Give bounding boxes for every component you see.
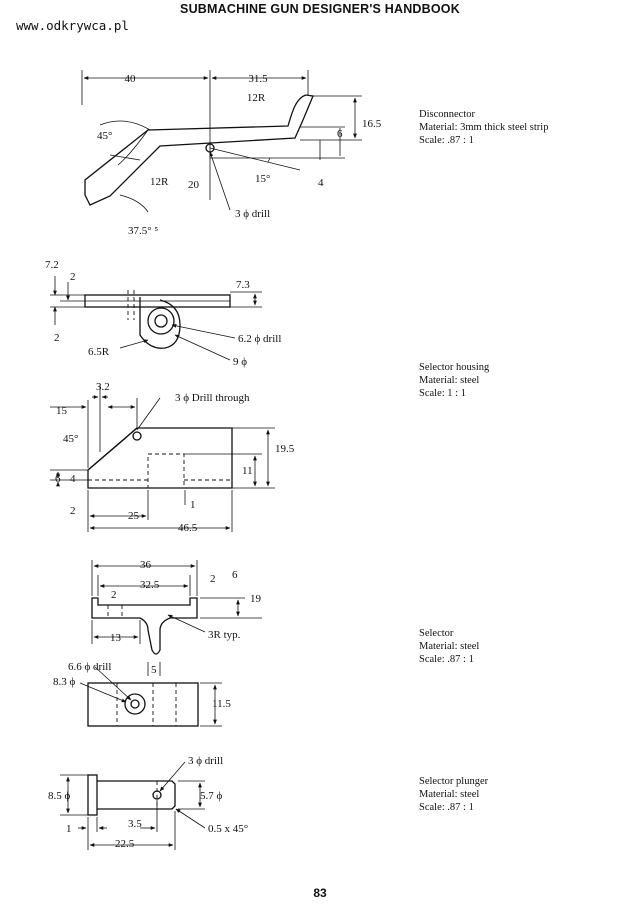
dim-1-plunger: 1 — [66, 823, 72, 835]
dim-46-5: 46.5 — [178, 522, 198, 534]
disconnector-outline — [84, 94, 314, 206]
dim-31-5: 31.5 — [248, 73, 268, 85]
dim-6-housing: 6 — [55, 473, 61, 485]
selector-plunger-drawing: 3 ϕ drill 8.5 ϕ 5.7 ϕ 1 3.5 0.5 x 45° 22… — [48, 755, 248, 850]
dim-3-drill-plunger: 3 ϕ drill — [188, 755, 223, 767]
part-scale: Scale: .87 : 1 — [419, 654, 474, 665]
housing-boss — [139, 297, 181, 349]
dim-2a-selector: 2 — [111, 589, 117, 601]
caption-disconnector: Disconnector Material: 3mm thick steel s… — [419, 108, 548, 147]
caption-selector-housing: Selector housing Material: steel Scale: … — [419, 361, 489, 400]
selector-housing-top-view: 7.2 2 2 7.3 6.5R 6.2 ϕ drill 9 ϕ — [45, 259, 281, 368]
dim-3r-typ: 3R typ. — [208, 629, 241, 641]
dim-7-3: 7.3 — [236, 279, 250, 291]
part-scale: Scale: .87 : 1 — [419, 802, 474, 813]
dim-11: 11 — [242, 465, 253, 477]
dim-13: 13 — [110, 632, 122, 644]
dim-16-5: 16.5 — [362, 118, 382, 130]
dim-25: 25 — [128, 510, 140, 522]
part-scale: Scale: 1 : 1 — [419, 388, 466, 399]
dim-6-5r: 6.5R — [88, 346, 110, 358]
caption-selector: Selector Material: steel Scale: .87 : 1 — [419, 627, 479, 666]
dim-45-deg-housing: 45° — [63, 433, 78, 445]
dim-19-5: 19.5 — [275, 443, 295, 455]
dim-4-housing: 4 — [70, 473, 76, 485]
dim-2a: 2 — [70, 271, 76, 283]
part-name: Selector — [419, 628, 454, 639]
part-name: Selector plunger — [419, 776, 489, 787]
dim-45-deg: 45° — [97, 130, 112, 142]
plunger-head — [87, 774, 98, 816]
dim-chamfer: 0.5 x 45° — [208, 823, 248, 835]
part-material: Material: steel — [419, 789, 480, 800]
selector-side-body — [87, 682, 199, 727]
dim-32-5: 32.5 — [140, 579, 160, 591]
disconnector-drawing: 40 31.5 12R 16.5 6 45° 12R 20 15° 4 3 ϕ … — [81, 70, 382, 237]
dim-4: 4 — [318, 177, 324, 189]
dim-1: 1 — [190, 499, 196, 511]
part-material: Material: steel — [419, 375, 480, 386]
page-number: 83 — [313, 886, 327, 900]
dim-22-5: 22.5 — [115, 838, 135, 850]
dim-12r-low: 12R — [150, 176, 169, 188]
dim-19: 19 — [250, 593, 262, 605]
dim-40: 40 — [125, 73, 137, 85]
part-name: Disconnector — [419, 109, 475, 120]
dim-3-5: 3.5 — [128, 818, 142, 830]
dim-5: 5 — [151, 664, 157, 676]
selector-housing-side-view: 3.2 15 3 ϕ Drill through 45° 19.5 11 6 4… — [50, 381, 295, 534]
dim-drill: 3 ϕ drill — [235, 208, 270, 220]
dim-6: 6 — [337, 128, 343, 140]
dim-2b: 2 — [54, 332, 60, 344]
dim-8-5-dia: 8.5 ϕ — [48, 790, 71, 802]
selector-side-view: 6.6 ϕ drill 8.3 ϕ 11.5 — [53, 661, 231, 727]
dim-6-selector: 6 — [232, 569, 238, 581]
dim-2b-selector: 2 — [210, 573, 216, 585]
dim-5-7-dia: 5.7 ϕ — [200, 790, 223, 802]
part-name: Selector housing — [419, 362, 490, 373]
part-material: Material: 3mm thick steel strip — [419, 122, 549, 133]
dim-11-5: 11.5 — [212, 698, 231, 710]
watermark: www.odkrywca.pl — [16, 18, 129, 33]
selector-top-view: 36 32.5 2 6 2 19 13 3R typ. 5 — [91, 559, 262, 676]
caption-selector-plunger: Selector plunger Material: steel Scale: … — [419, 775, 488, 814]
dim-36: 36 — [140, 559, 152, 571]
dim-3-2: 3.2 — [96, 381, 110, 393]
part-material: Material: steel — [419, 641, 480, 652]
running-header: SUBMACHINE GUN DESIGNER'S HANDBOOK — [180, 2, 460, 16]
housing-side-outline — [87, 427, 233, 489]
dim-7-2: 7.2 — [45, 259, 59, 271]
dim-6-6-drill: 6.6 ϕ drill — [68, 661, 111, 673]
dim-9-dia: 9 ϕ — [233, 356, 247, 368]
dim-8-3-dia: 8.3 ϕ — [53, 676, 76, 688]
dim-2c: 2 — [70, 505, 76, 517]
dim-37-5-deg: 37.5° ⁵ — [128, 225, 158, 237]
dim-15-deg: 15° — [255, 173, 270, 185]
dim-6-2-drill: 6.2 ϕ drill — [238, 333, 281, 345]
plunger-shaft — [97, 780, 176, 810]
dim-3-drill-through: 3 ϕ Drill through — [175, 392, 250, 404]
part-scale: Scale: .87 : 1 — [419, 135, 474, 146]
dim-20: 20 — [188, 179, 200, 191]
dim-15: 15 — [56, 405, 68, 417]
dim-12r-top: 12R — [247, 92, 266, 104]
